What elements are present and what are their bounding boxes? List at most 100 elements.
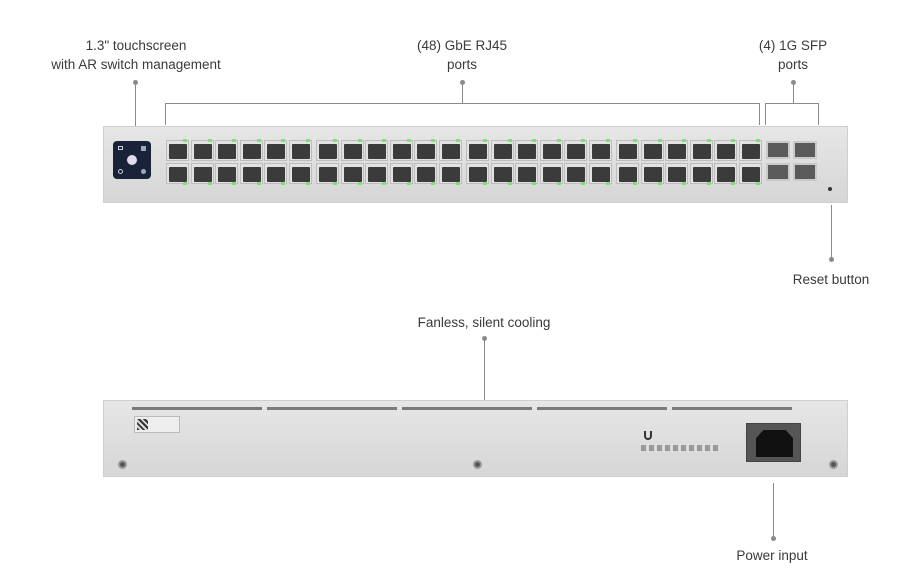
rj45-port[interactable] [564,163,587,185]
link-led [731,139,735,142]
rj45-port[interactable] [714,139,737,161]
link-led [682,139,686,142]
rj45-port[interactable] [166,163,189,185]
rj45-port[interactable] [414,139,437,161]
rj45-port[interactable] [515,163,538,185]
port-socket [567,144,585,159]
rj45-port[interactable] [738,163,762,185]
front-panel [103,126,848,203]
rj45-port[interactable] [316,139,339,161]
reset-button[interactable] [828,187,832,191]
certification-marks [641,445,721,451]
link-led [657,182,662,185]
power-icon [118,169,123,174]
vent-slot [402,407,532,410]
rj45-port[interactable] [616,163,639,185]
rj45-port[interactable] [190,163,214,185]
rj45-port[interactable] [539,139,563,161]
callout-line [773,483,774,537]
rj45-port[interactable] [490,163,514,185]
rj45-port[interactable] [239,139,263,161]
port-socket [291,167,310,182]
rj45-port[interactable] [239,163,263,185]
port-socket [619,144,637,159]
sfp-label: (4) 1G SFP ports [759,36,827,74]
port-socket [542,144,561,159]
port-socket [343,167,362,182]
sfp-port[interactable] [793,163,817,181]
rj45-port[interactable] [389,139,413,161]
rj45-port[interactable] [340,163,364,185]
port-socket [169,167,187,182]
port-socket [493,167,512,182]
rj45-port[interactable] [539,163,563,185]
link-led [232,182,236,185]
rj45-port[interactable] [738,139,762,161]
rj45-port[interactable] [640,163,664,185]
rj45-port[interactable] [640,139,664,161]
rj45-port[interactable] [414,163,437,185]
sfp-port[interactable] [766,163,790,181]
rj45-port[interactable] [564,139,587,161]
rj45-port[interactable] [215,139,238,161]
port-socket [469,167,487,182]
rj45-port[interactable] [588,139,612,161]
port-socket [469,144,487,159]
link-led [333,182,337,185]
rj45-port[interactable] [689,163,713,185]
rj45-port[interactable] [316,163,339,185]
port-socket [242,144,261,159]
rj45-port[interactable] [288,139,312,161]
link-led [706,139,711,142]
link-led [431,139,435,142]
port-socket [193,144,212,159]
rj45-port[interactable] [190,139,214,161]
port-socket [493,144,512,159]
rj45-port[interactable] [389,163,413,185]
port-socket [692,144,711,159]
settings-icon [141,169,146,174]
port-socket [417,144,435,159]
rj45-port[interactable] [438,139,462,161]
rj45-port[interactable] [714,163,737,185]
rj45-port[interactable] [665,163,688,185]
power-inlet[interactable] [746,423,801,462]
link-led [232,139,236,142]
rj45-port[interactable] [490,139,514,161]
port-socket [518,167,536,182]
port-socket [591,167,610,182]
rj45-port[interactable] [288,163,312,185]
rj45-port[interactable] [515,139,538,161]
rj45-port[interactable] [264,163,287,185]
sfp-bracket-right [818,103,819,125]
rj45-port[interactable] [365,139,388,161]
rj45-port[interactable] [689,139,713,161]
sfp-port[interactable] [793,141,817,159]
port-socket [291,144,310,159]
link-led [581,139,585,142]
screw-icon [829,460,838,469]
link-led [605,139,610,142]
link-led [507,139,512,142]
rj45-port[interactable] [264,139,287,161]
power-label: Power input [736,548,808,563]
rj45-port[interactable] [466,163,489,185]
rj45-port[interactable] [340,139,364,161]
link-led [207,182,212,185]
sfp-bracket [765,103,819,104]
rj45-port[interactable] [466,139,489,161]
sfp-port[interactable] [766,141,790,159]
touchscreen-label-line1: 1.3" touchscreen [85,38,187,53]
rj45-port[interactable] [438,163,462,185]
rj45-label: (48) GbE RJ45 ports [417,36,507,74]
rj45-port[interactable] [588,163,612,185]
link-led [305,139,310,142]
rj45-port[interactable] [215,163,238,185]
touchscreen[interactable] [113,141,151,179]
rj45-port[interactable] [365,163,388,185]
rj45-port[interactable] [665,139,688,161]
rj45-port[interactable] [166,139,189,161]
port-socket [591,144,610,159]
rj45-port[interactable] [616,139,639,161]
link-led [532,139,536,142]
